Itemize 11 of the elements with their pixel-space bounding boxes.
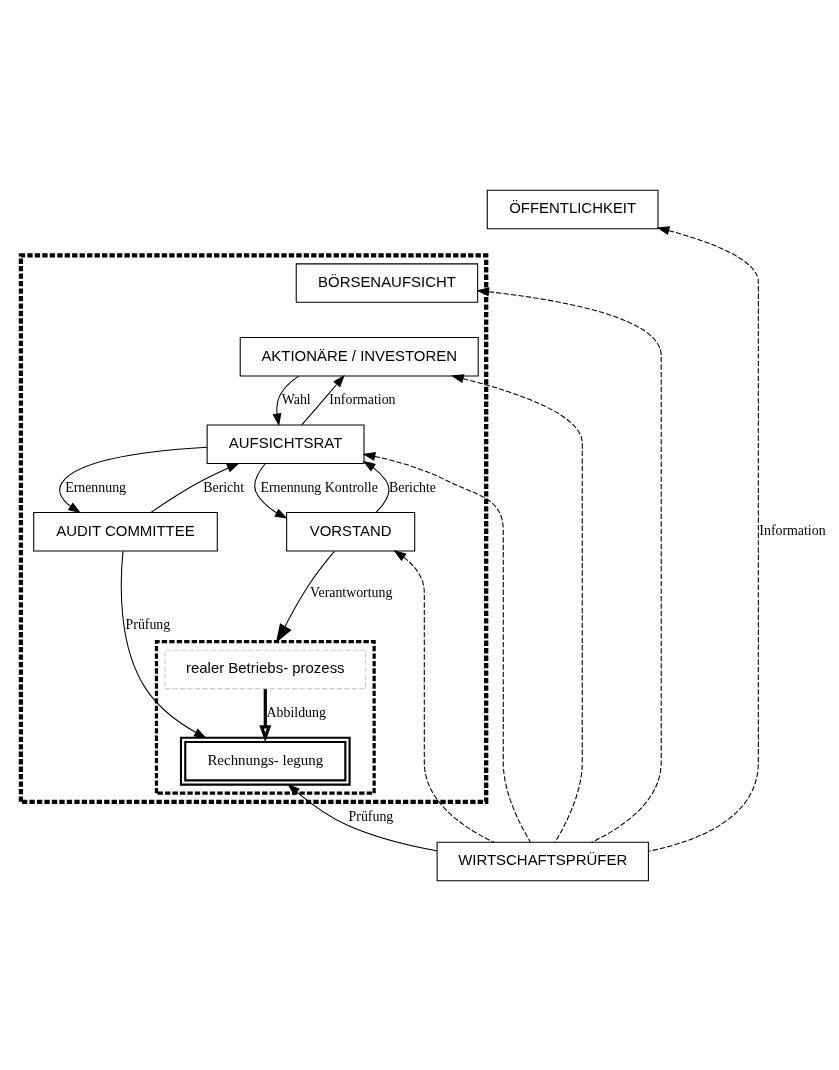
edge-label: Wahl	[281, 391, 311, 407]
edge-label: Information	[759, 522, 826, 538]
edge-label: Ernennung Kontrolle	[260, 479, 378, 495]
edge-label: Prüfung	[125, 616, 171, 632]
edge-label: Information	[329, 391, 396, 407]
edge-label: Bericht	[203, 479, 245, 495]
edge-label: Abbildung	[266, 704, 326, 720]
edge-label: Prüfung	[348, 808, 394, 824]
edge-label: Verantwortung	[310, 584, 393, 600]
edge-label: Berichte	[389, 479, 437, 495]
edge-label: Ernennung	[65, 479, 127, 495]
